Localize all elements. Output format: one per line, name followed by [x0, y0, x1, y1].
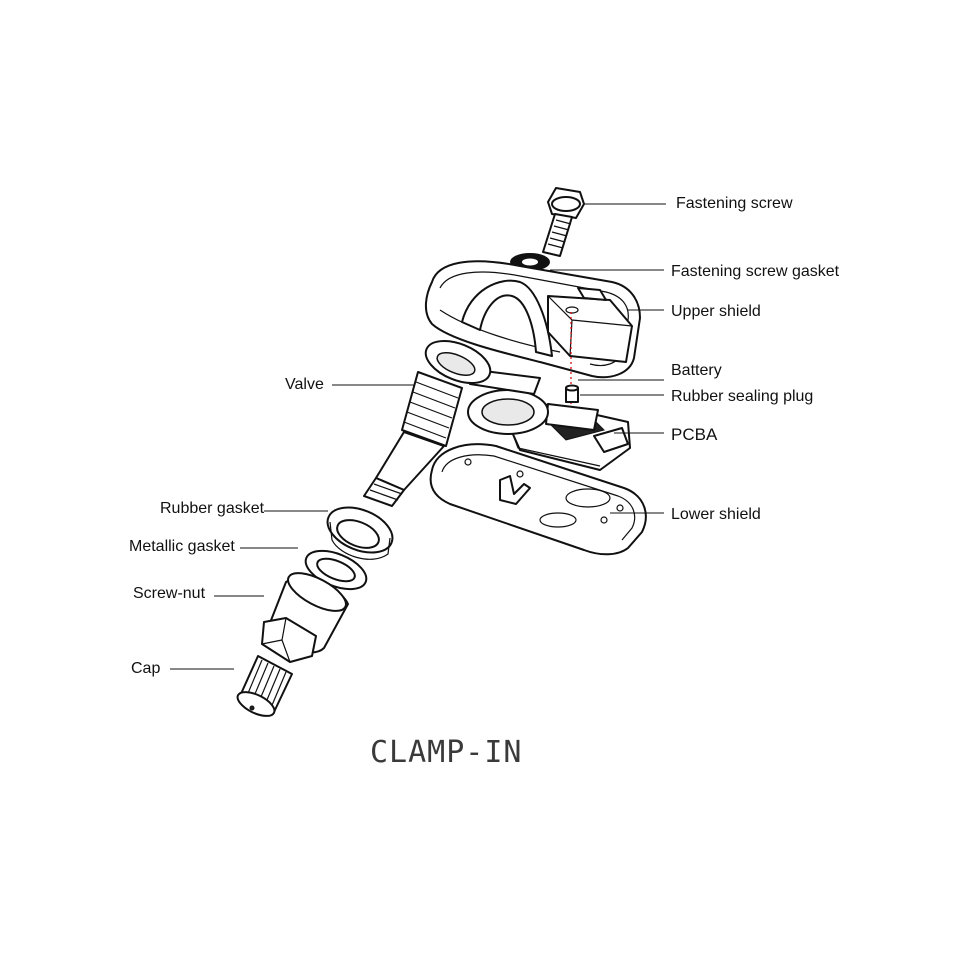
- label-fastening-screw-gasket: Fastening screw gasket: [671, 263, 840, 280]
- valve-stem: [363, 340, 549, 507]
- lower-shield: [429, 443, 647, 556]
- label-pcba: PCBA: [671, 425, 718, 444]
- label-screw-nut: Screw-nut: [133, 585, 206, 602]
- diagram-title: CLAMP-IN: [370, 735, 523, 770]
- label-battery: Battery: [671, 362, 722, 379]
- label-rubber-gasket: Rubber gasket: [160, 500, 265, 517]
- label-fastening-screw: Fastening screw: [676, 195, 793, 212]
- leader-lines: [170, 203, 666, 670]
- label-upper-shield: Upper shield: [671, 303, 761, 320]
- screw-nut: [261, 572, 349, 663]
- label-cap: Cap: [131, 660, 160, 677]
- label-lower-shield: Lower shield: [671, 506, 761, 523]
- valve-cap: [236, 655, 293, 717]
- rubber-sealing-plug: [565, 384, 579, 403]
- rubber-gasket: [326, 506, 394, 560]
- label-valve: Valve: [285, 376, 324, 393]
- label-metallic-gasket: Metallic gasket: [129, 538, 235, 555]
- upper-shield: [425, 260, 641, 379]
- fastening-screw: [542, 187, 585, 257]
- label-rubber-sealing-plug: Rubber sealing plug: [671, 388, 813, 405]
